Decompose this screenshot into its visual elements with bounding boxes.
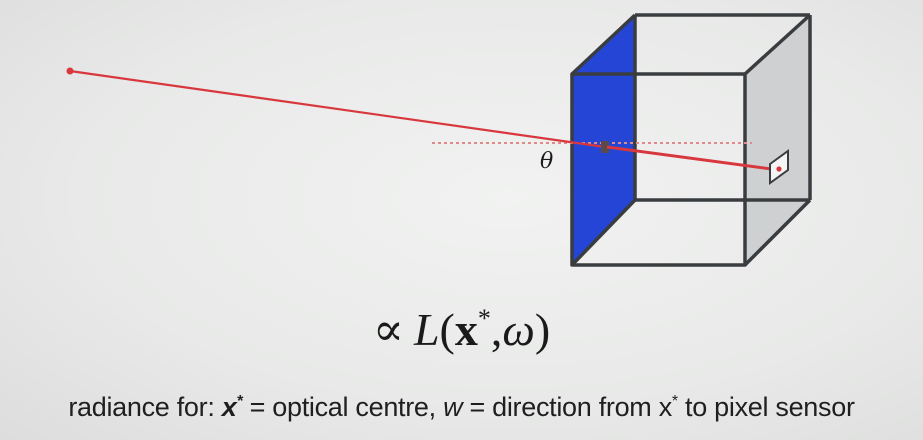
- caption-xstar-sup: *: [236, 393, 243, 410]
- caption: radiance for: x* = optical centre, w = d…: [0, 392, 923, 423]
- formula-omega: ω: [502, 304, 535, 355]
- cube-back-edges: [633, 13, 812, 202]
- caption-prefix: radiance for:: [68, 392, 222, 422]
- caption-eq1: = optical centre,: [242, 392, 444, 422]
- aperture-plane: [572, 15, 635, 265]
- formula-x-star: *: [477, 304, 491, 333]
- pinhole-marker: [601, 141, 609, 153]
- caption-w: w: [443, 392, 463, 422]
- internal-ray: [606, 145, 780, 172]
- pixel-sensor-dot: [776, 166, 782, 172]
- cube-side-face: [745, 15, 810, 265]
- caption-suffix: to pixel sensor: [677, 392, 855, 422]
- formula-comma: ,: [490, 304, 503, 355]
- proportional-symbol: ∝: [372, 304, 404, 355]
- formula-x: x: [454, 304, 478, 355]
- angle-theta-label: θ: [540, 149, 553, 174]
- formula-close-paren: ): [534, 304, 551, 355]
- formula-L: L: [413, 304, 440, 355]
- cube-front-edges: [570, 13, 812, 267]
- incoming-ray: [69, 69, 606, 149]
- formula-open-paren: (: [439, 304, 455, 355]
- radiance-formula: ∝L(x*,ω): [0, 302, 923, 356]
- scene-point: [66, 67, 74, 75]
- caption-x-sup: *: [671, 393, 678, 410]
- caption-xstar-base: x: [221, 392, 237, 422]
- caption-eq2: = direction from x: [462, 392, 672, 422]
